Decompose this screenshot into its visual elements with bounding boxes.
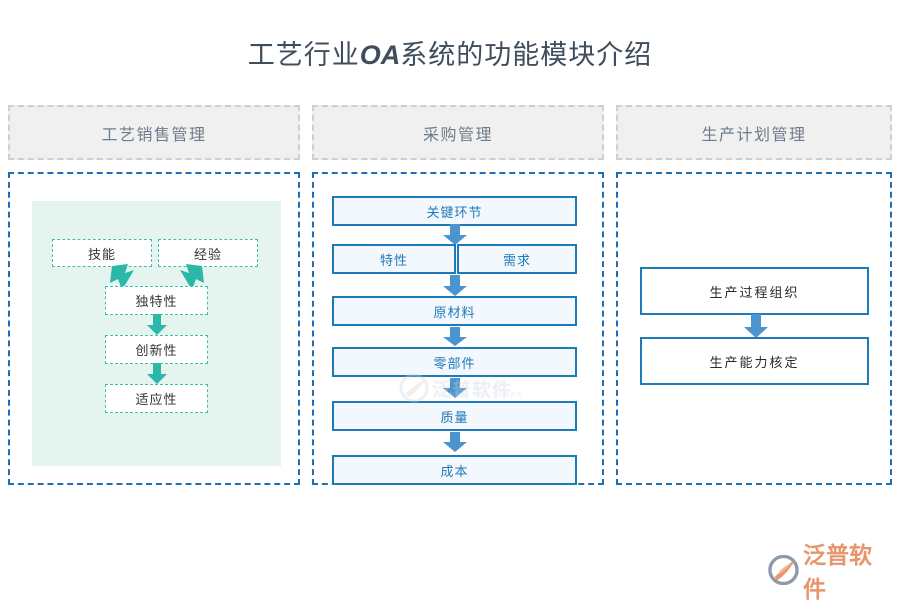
arrow-down-unique-to-innovation-icon bbox=[147, 314, 167, 335]
node-production-process-organization[interactable]: 生产过程组织 bbox=[640, 267, 869, 315]
node-experience[interactable]: 经验 bbox=[158, 239, 258, 267]
node-label: 需求 bbox=[502, 252, 531, 268]
node-cost[interactable]: 成本 bbox=[332, 455, 577, 485]
arrow-down-to-quality-icon bbox=[443, 378, 467, 398]
node-label: 成本 bbox=[440, 463, 469, 479]
node-label: 生产过程组织 bbox=[709, 284, 800, 300]
arrow-down-key-process-icon bbox=[443, 224, 467, 245]
node-key-process[interactable]: 关键环节 bbox=[332, 196, 577, 226]
column-purchasing: 关键环节 特性 需求 原材料 零部件 质量 bbox=[312, 172, 604, 485]
page-title-prefix: 工艺行业 bbox=[247, 40, 360, 70]
node-parts[interactable]: 零部件 bbox=[332, 347, 577, 377]
node-label: 零部件 bbox=[433, 355, 476, 371]
node-demand[interactable]: 需求 bbox=[457, 244, 577, 274]
arrow-experience-to-unique-icon bbox=[180, 264, 204, 290]
column-production-plan: 生产过程组织 生产能力核定 bbox=[616, 172, 892, 485]
column-header-purchasing: 采购管理 bbox=[312, 105, 604, 160]
node-production-capacity-verification[interactable]: 生产能力核定 bbox=[640, 337, 869, 385]
arrow-down-production-icon bbox=[744, 314, 768, 338]
page-title-oa: OA bbox=[359, 40, 401, 70]
column-header-label: 工艺销售管理 bbox=[101, 126, 207, 144]
node-label: 独特性 bbox=[135, 294, 178, 309]
node-innovation[interactable]: 创新性 bbox=[105, 335, 208, 364]
node-label: 原材料 bbox=[433, 304, 476, 320]
node-label: 关键环节 bbox=[426, 204, 483, 220]
node-characteristic[interactable]: 特性 bbox=[332, 244, 456, 274]
node-label: 特性 bbox=[379, 252, 408, 268]
logo-name: 泛普软件 bbox=[802, 542, 872, 600]
page-title: 工艺行业OA系统的功能模块介绍 bbox=[0, 38, 900, 72]
node-adaptability[interactable]: 适应性 bbox=[105, 384, 208, 413]
column-header-production-plan: 生产计划管理 bbox=[616, 105, 892, 160]
arrow-skill-to-unique-icon bbox=[110, 264, 134, 290]
node-label: 质量 bbox=[440, 409, 469, 425]
arrow-down-to-raw-material-icon bbox=[443, 275, 467, 296]
page-title-suffix: 系统的功能模块介绍 bbox=[400, 40, 653, 70]
node-label: 技能 bbox=[87, 246, 116, 262]
column-header-label: 生产计划管理 bbox=[701, 126, 807, 144]
logo-mark-icon bbox=[768, 555, 799, 585]
column-craft-sales: 技能 经验 独特性 创新性 适应性 bbox=[8, 172, 300, 485]
brand-logo: 泛普软件 www.fanpusoft.com bbox=[768, 536, 892, 600]
arrow-down-innovation-to-adaptability-icon bbox=[147, 363, 167, 384]
node-quality[interactable]: 质量 bbox=[332, 401, 577, 431]
node-raw-material[interactable]: 原材料 bbox=[332, 296, 577, 326]
column-header-craft-sales: 工艺销售管理 bbox=[8, 105, 300, 160]
node-label: 生产能力核定 bbox=[709, 354, 800, 370]
node-skill[interactable]: 技能 bbox=[52, 239, 152, 267]
node-label: 经验 bbox=[193, 246, 222, 262]
node-label: 创新性 bbox=[135, 343, 178, 358]
node-label: 适应性 bbox=[135, 392, 178, 407]
node-uniqueness[interactable]: 独特性 bbox=[105, 286, 208, 315]
arrow-down-to-cost-icon bbox=[443, 432, 467, 452]
arrow-down-to-parts-icon bbox=[443, 327, 467, 346]
column-header-label: 采购管理 bbox=[422, 126, 493, 144]
